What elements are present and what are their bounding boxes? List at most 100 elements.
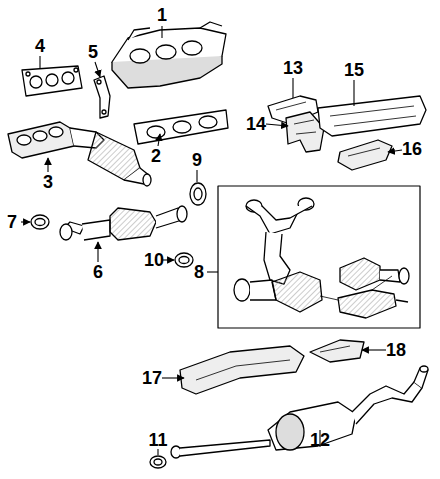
callout-number: 2	[151, 147, 161, 165]
leader-line	[21, 26, 402, 455]
callout-number: 18	[386, 341, 406, 359]
manifold-gasket	[30, 76, 42, 88]
front-pipe-converter	[60, 206, 187, 240]
callout-number: 4	[35, 37, 45, 55]
callout-number: 10	[144, 251, 164, 269]
muffler-tailpipe	[352, 382, 422, 424]
exhaust-manifold	[182, 41, 202, 55]
leader-line	[163, 259, 174, 260]
gasket-ring	[154, 459, 162, 465]
callout-number: 17	[142, 369, 162, 387]
leader-line	[47, 158, 48, 172]
manifold-converter	[8, 122, 151, 186]
leader-line	[95, 62, 100, 77]
front-pipe-converter	[82, 220, 110, 240]
y-pipe-converters	[264, 232, 290, 284]
heat-shield	[338, 140, 392, 170]
muffler-tailpipe	[171, 446, 181, 458]
muffler-tailpipe	[171, 366, 428, 458]
gasket-ring	[179, 257, 189, 264]
heat-shield	[318, 96, 426, 136]
callout-number: 11	[148, 431, 167, 449]
front-pipe-converter	[60, 224, 72, 240]
gasket-ring	[31, 183, 206, 267]
leader-line	[39, 56, 40, 68]
exhaust-manifold	[112, 22, 226, 88]
gasket-ring	[190, 183, 206, 205]
manifold-converter	[17, 135, 31, 145]
callout-number: 9	[192, 151, 202, 169]
manifold-gasket	[147, 126, 165, 138]
y-pipe-converters	[234, 279, 250, 301]
callout-number: 12	[310, 431, 330, 449]
heat-shield	[338, 140, 392, 170]
heat-shield	[310, 340, 364, 362]
heat-shield	[286, 112, 324, 152]
heat-shield	[196, 360, 290, 380]
muffler-tailpipe	[180, 440, 270, 456]
heat-shield	[294, 120, 316, 134]
y-pipe-converters	[262, 206, 312, 220]
manifold-converter	[49, 127, 63, 137]
gasket-ring	[31, 215, 49, 229]
manifold-bracket	[102, 110, 106, 114]
heat-shield	[180, 346, 304, 394]
heat-shield	[276, 102, 306, 110]
muffler-tailpipe	[276, 414, 304, 450]
leader-line	[353, 80, 354, 106]
callout-number: 8	[194, 263, 204, 281]
manifold-converter	[8, 122, 74, 158]
manifold-gasket	[26, 72, 30, 76]
heat-shield	[348, 148, 380, 156]
exhaust-manifold	[112, 56, 222, 88]
y-pipe-converters	[340, 258, 380, 290]
leader-line	[161, 26, 162, 38]
leader-line	[388, 150, 402, 152]
heat-shield	[330, 106, 416, 126]
leader-line	[196, 170, 197, 182]
leader-line	[21, 221, 30, 222]
gasket-ring	[194, 188, 202, 200]
manifold-gasket	[134, 110, 228, 144]
exhaust-manifold	[128, 22, 222, 40]
leader-line	[158, 134, 160, 146]
callout-number: 6	[93, 263, 103, 281]
leader-line	[362, 349, 386, 350]
manifold-bracket	[94, 76, 110, 118]
manifold-gasket	[22, 66, 82, 96]
gasket-ring	[150, 456, 166, 468]
gasket-ring	[175, 253, 193, 267]
callout-number: 7	[7, 213, 17, 231]
manifold-bracket	[94, 76, 110, 118]
exhaust-manifold	[130, 49, 150, 63]
leader-line	[157, 449, 158, 455]
callout-number: 16	[402, 140, 422, 158]
manifold-gasket	[74, 68, 78, 72]
manifold-converter	[88, 132, 140, 180]
y-pipe-converters	[396, 300, 408, 302]
heat-shield	[310, 340, 364, 362]
front-pipe-converter	[177, 206, 187, 222]
leader-line	[292, 78, 293, 98]
exhaust-manifold	[156, 45, 176, 59]
leader-line	[162, 377, 184, 378]
manifold-gasket	[46, 74, 58, 86]
callout-number: 5	[88, 43, 98, 61]
muffler-tailpipe	[420, 366, 428, 372]
y-pipe-converters	[380, 270, 400, 282]
manifold-gasket	[134, 110, 228, 144]
leader-line	[266, 124, 288, 126]
manifold-gasket	[199, 116, 217, 128]
manifold-gasket	[62, 72, 74, 84]
y-pipe-converters	[320, 276, 392, 300]
callout-number: 13	[283, 59, 303, 77]
heat-shield	[180, 346, 304, 394]
assembly-box	[218, 186, 420, 328]
y-pipe-converters	[272, 272, 322, 312]
gasket-ring	[150, 456, 166, 468]
heat-shield	[320, 346, 350, 352]
callout-number: 3	[43, 173, 53, 191]
y-pipe-converters	[234, 198, 409, 318]
